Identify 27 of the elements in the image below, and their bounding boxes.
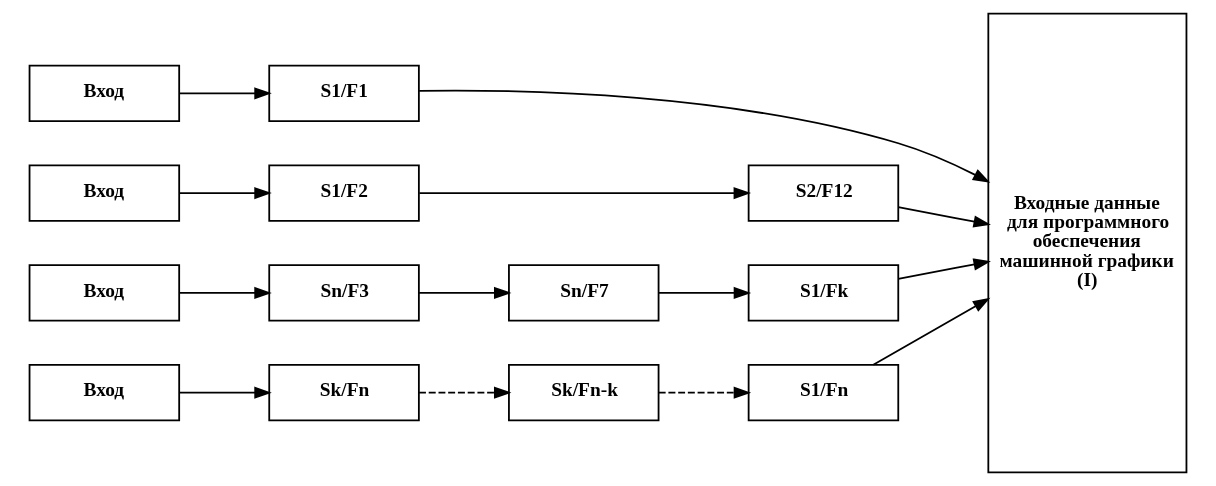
arrow xyxy=(418,89,991,183)
node-box: S1/Fk xyxy=(747,264,900,322)
arrow xyxy=(178,87,272,100)
node-box: Входные данные для программного обеспечения машинной графики (I) xyxy=(987,12,1188,474)
node-box: S1/F1 xyxy=(268,64,420,122)
node-box: Вход xyxy=(28,164,181,222)
node-box: Sk/Fn-k xyxy=(508,364,660,422)
arrow xyxy=(418,187,752,200)
node-box: S1/Fn xyxy=(747,364,900,422)
node-box: Вход xyxy=(28,364,181,422)
arrow xyxy=(872,297,991,366)
node-box: S2/F12 xyxy=(747,164,900,222)
arrow xyxy=(418,286,512,299)
node-box: Sk/Fn xyxy=(268,364,420,422)
node-box: Вход xyxy=(28,264,181,322)
node-box: Sn/F3 xyxy=(268,264,420,322)
arrow xyxy=(897,258,991,280)
node-box: S1/F2 xyxy=(268,164,420,222)
arrow xyxy=(657,386,752,399)
node-box: Sn/F7 xyxy=(508,264,660,322)
node-box: Вход xyxy=(28,64,181,122)
arrow xyxy=(897,206,991,228)
arrow xyxy=(178,286,272,299)
arrow xyxy=(178,386,272,399)
arrow xyxy=(657,286,752,299)
arrow xyxy=(418,386,512,399)
arrow xyxy=(178,187,272,200)
